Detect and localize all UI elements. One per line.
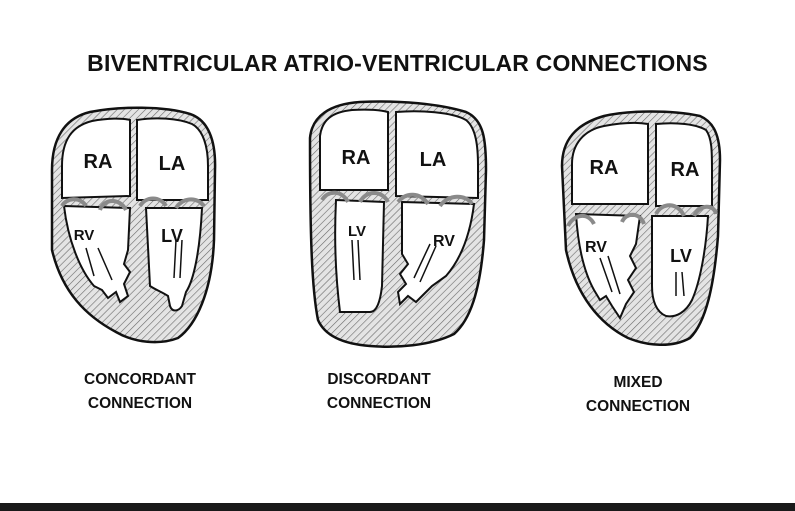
- right-atrium-chamber: [61, 117, 131, 200]
- caption-line-2: CONNECTION: [326, 395, 432, 412]
- diagram-title: BIVENTRICULAR ATRIO-VENTRICULAR CONNECTI…: [87, 50, 708, 76]
- left-ventricle-chamber: [651, 215, 710, 318]
- heart-mixed: RA RA RV LV: [560, 110, 722, 346]
- caption-line-1: CONCORDANT: [84, 371, 196, 388]
- right-atrium-chamber-left: [571, 121, 649, 205]
- tricuspid-valve: [566, 212, 646, 228]
- caption-line-1: DISCORDANT: [327, 371, 431, 388]
- label-upper-right: RA: [671, 159, 700, 181]
- right-ventricle-chamber: [396, 200, 476, 307]
- left-atrium-chamber: [136, 117, 209, 201]
- mitral-valve: [654, 203, 718, 218]
- heart-discordant: RA LA LV RV: [308, 100, 488, 348]
- label-lower-right: LV: [161, 226, 183, 246]
- right-atrium-chamber-right: [655, 122, 713, 207]
- label-upper-left: RA: [342, 147, 371, 169]
- label-upper-right: LA: [159, 153, 186, 175]
- tricuspid-valve: [396, 192, 474, 208]
- label-lower-right: RV: [433, 233, 455, 250]
- label-lower-right: LV: [670, 246, 692, 266]
- chordae-lines: [351, 239, 437, 283]
- caption-concordant: CONCORDANT CONNECTION: [45, 368, 235, 416]
- left-ventricle-chamber: [334, 198, 386, 313]
- left-atrium-chamber: [395, 110, 479, 200]
- left-ventricle-chamber: [144, 207, 204, 312]
- caption-line-2: CONNECTION: [87, 395, 193, 412]
- bottom-border-bar: [0, 503, 795, 511]
- caption-mixed: MIXED CONNECTION: [543, 371, 733, 419]
- label-upper-right: LA: [420, 149, 447, 171]
- chordae-lines: [85, 239, 183, 281]
- label-lower-left: RV: [585, 239, 607, 256]
- chordae-lines: [599, 255, 685, 297]
- label-upper-left: RA: [84, 151, 113, 173]
- heart-concordant: RA LA RV LV: [50, 106, 217, 344]
- caption-line-1: MIXED: [613, 374, 663, 391]
- caption-line-2: CONNECTION: [585, 398, 691, 415]
- right-ventricle-chamber: [62, 204, 132, 304]
- label-lower-left: RV: [74, 227, 95, 244]
- mitral-valve: [138, 196, 206, 210]
- mitral-valve: [320, 190, 390, 204]
- tricuspid-valve: [60, 197, 128, 212]
- right-ventricle-chamber: [574, 212, 642, 321]
- label-upper-left: RA: [590, 157, 619, 179]
- right-atrium-chamber: [319, 108, 389, 191]
- caption-discordant: DISCORDANT CONNECTION: [284, 368, 474, 416]
- label-lower-left: LV: [348, 223, 366, 240]
